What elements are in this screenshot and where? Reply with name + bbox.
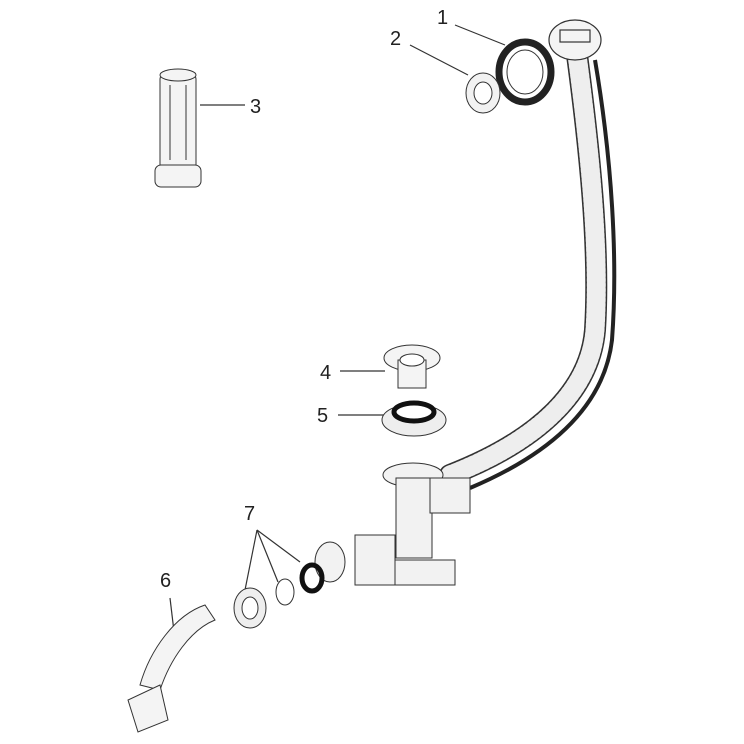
part-4-waste-plug xyxy=(383,344,441,389)
waste-body xyxy=(314,462,471,586)
part-6-bent-pipe xyxy=(127,604,216,733)
callout-5: 5 xyxy=(317,405,329,427)
callout-4: 4 xyxy=(320,362,332,384)
callout-7: 7 xyxy=(244,503,256,525)
overflow-hose xyxy=(439,29,617,490)
part-1-seal-ring xyxy=(495,38,555,106)
part-7-nut-and-rings xyxy=(233,562,325,629)
leader-line-2 xyxy=(409,44,469,76)
callout-1: 1 xyxy=(437,7,449,29)
leader-lines-7 xyxy=(244,529,301,591)
part-2-overflow-cap xyxy=(465,72,501,114)
callout-6: 6 xyxy=(160,570,172,592)
part-5-flange-seal xyxy=(381,400,447,437)
leader-line-1 xyxy=(454,24,506,46)
overflow-head xyxy=(548,19,602,61)
callout-2: 2 xyxy=(390,28,402,50)
callout-3: 3 xyxy=(250,96,262,118)
part-3-extension xyxy=(154,68,202,188)
